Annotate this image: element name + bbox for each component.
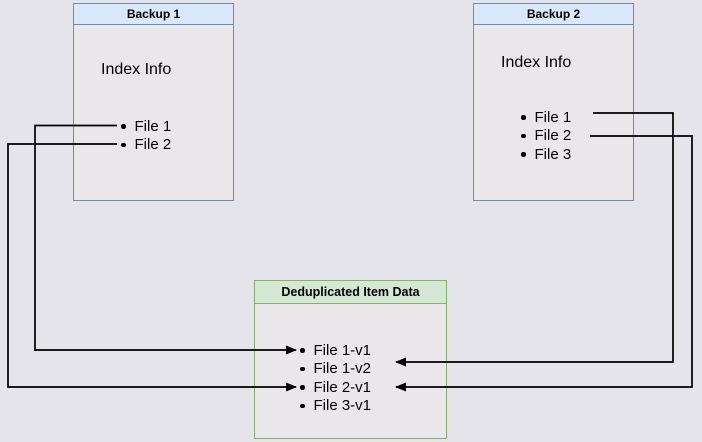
backup2-file1: File 1 xyxy=(534,108,572,126)
bullet-icon xyxy=(121,142,126,147)
bullet-icon xyxy=(300,348,305,353)
bullet-icon xyxy=(521,115,526,120)
list-item: File 2 xyxy=(121,136,171,155)
dedup-file3-v1: File 3-v1 xyxy=(313,397,372,415)
backup1-file2: File 2 xyxy=(134,136,172,154)
list-item: File 1-v1 xyxy=(300,341,371,360)
bullet-icon xyxy=(300,385,305,390)
backup2-file2: File 2 xyxy=(534,127,572,145)
backup2-file3: File 3 xyxy=(534,145,572,163)
backup2-file-list: File 1 File 2 File 3 xyxy=(521,108,571,164)
list-item: File 2-v1 xyxy=(300,378,371,397)
dedup-box: Deduplicated Item Data File 1-v1 File 1-… xyxy=(254,280,447,439)
dedup-file1-v1: File 1-v1 xyxy=(313,341,372,359)
backup1-file1: File 1 xyxy=(134,117,172,135)
backup2-box: Backup 2 Index Info File 1 File 2 File 3 xyxy=(473,3,634,201)
list-item: File 3-v1 xyxy=(300,397,371,416)
list-item: File 1-v2 xyxy=(300,360,371,379)
dedup-file-list: File 1-v1 File 1-v2 File 2-v1 File 3-v1 xyxy=(300,341,371,415)
list-item: File 3 xyxy=(521,145,571,164)
bullet-icon xyxy=(521,152,526,157)
list-item: File 1 xyxy=(521,108,571,127)
bullet-icon xyxy=(521,133,526,138)
backup1-index-info-label: Index Info xyxy=(101,61,172,78)
backup1-title: Backup 1 xyxy=(74,4,233,25)
bullet-icon xyxy=(300,366,305,371)
bullet-icon xyxy=(300,403,305,408)
bullet-icon xyxy=(121,124,126,129)
dedup-file1-v2: File 1-v2 xyxy=(313,360,372,378)
dedup-file2-v1: File 2-v1 xyxy=(313,378,372,396)
list-item: File 1 xyxy=(121,117,171,136)
dedup-title: Deduplicated Item Data xyxy=(255,281,446,304)
backup2-title: Backup 2 xyxy=(474,4,633,25)
backup1-box: Backup 1 Index Info File 1 File 2 xyxy=(73,3,234,201)
backup1-file-list: File 1 File 2 xyxy=(121,117,171,154)
list-item: File 2 xyxy=(521,127,571,146)
backup2-index-info-label: Index Info xyxy=(501,54,572,71)
